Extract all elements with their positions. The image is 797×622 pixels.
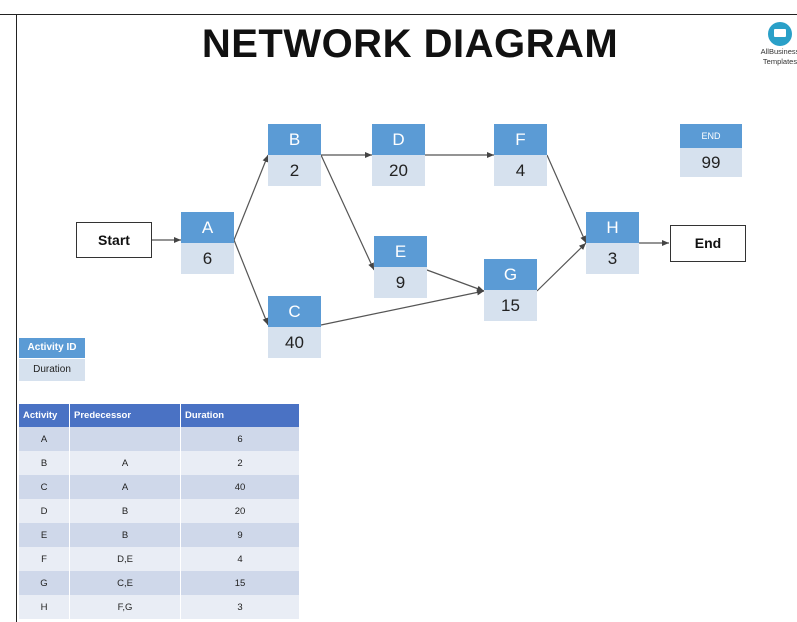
node-e-duration: 9 [374, 267, 427, 298]
node-g-id: G [484, 259, 537, 290]
node-end-id: END [680, 124, 742, 148]
cell-activity: E [19, 523, 70, 547]
cell-activity: F [19, 547, 70, 571]
legend-duration: Duration [19, 359, 85, 381]
table-header-row: Activity Predecessor Duration [19, 404, 300, 427]
start-node: Start [76, 222, 152, 258]
node-b: B 2 [268, 124, 321, 186]
frame-left-border [16, 14, 17, 622]
node-b-duration: 2 [268, 155, 321, 186]
table-row: C A 40 [19, 475, 300, 499]
node-h: H 3 [586, 212, 639, 274]
cell-predecessor: B [69, 499, 181, 523]
node-d-id: D [372, 124, 425, 155]
node-e: E 9 [374, 236, 427, 298]
table-row: E B 9 [19, 523, 300, 547]
activity-table: Activity Predecessor Duration A 6 B A 2 … [19, 404, 300, 619]
cell-predecessor: F,G [69, 595, 181, 619]
node-b-id: B [268, 124, 321, 155]
node-a-duration: 6 [181, 243, 234, 274]
node-f-duration: 4 [494, 155, 547, 186]
end-label: End [694, 235, 722, 251]
node-end: END 99 [680, 124, 742, 177]
table-row: H F,G 3 [19, 595, 300, 619]
cell-activity: G [19, 571, 70, 595]
cell-activity: B [19, 451, 70, 475]
laptop-icon [768, 22, 792, 46]
cell-predecessor: A [69, 475, 181, 499]
edge-a-c [233, 239, 269, 326]
node-c-id: C [268, 296, 321, 327]
cell-duration: 9 [180, 523, 300, 547]
start-label: Start [98, 232, 130, 248]
node-g-duration: 15 [484, 290, 537, 321]
node-end-duration: 99 [680, 148, 742, 177]
frame-top-border [0, 14, 797, 15]
page-title: NETWORK DIAGRAM [201, 22, 619, 66]
cell-activity: H [19, 595, 70, 619]
cell-activity: D [19, 499, 70, 523]
cell-predecessor: C,E [69, 571, 181, 595]
header-predecessor: Predecessor [69, 404, 181, 427]
node-f: F 4 [494, 124, 547, 186]
edge-f-h [546, 154, 587, 244]
edge-g-h [536, 242, 587, 292]
node-g: G 15 [484, 259, 537, 321]
node-h-duration: 3 [586, 243, 639, 274]
legend-activity-id: Activity ID [19, 338, 85, 358]
edge-e-g [426, 269, 485, 292]
edge-c-g [320, 289, 485, 326]
node-c: C 40 [268, 296, 321, 358]
table-row: G C,E 15 [19, 571, 300, 595]
table-row: B A 2 [19, 451, 300, 475]
logo: AllBusiness Templates [760, 22, 797, 66]
table-row: D B 20 [19, 499, 300, 523]
logo-text-line1: AllBusiness [760, 48, 797, 56]
node-c-duration: 40 [268, 327, 321, 358]
cell-predecessor: D,E [69, 547, 181, 571]
node-a: A 6 [181, 212, 234, 274]
cell-duration: 2 [180, 451, 300, 475]
table-row: A 6 [19, 427, 300, 451]
logo-text-line2: Templates [762, 58, 797, 66]
cell-activity: A [19, 427, 70, 451]
cell-duration: 4 [180, 547, 300, 571]
cell-predecessor: A [69, 451, 181, 475]
edge-a-b [233, 154, 269, 241]
node-d-duration: 20 [372, 155, 425, 186]
cell-duration: 3 [180, 595, 300, 619]
node-h-id: H [586, 212, 639, 243]
cell-predecessor [69, 427, 181, 451]
node-e-id: E [374, 236, 427, 267]
cell-duration: 20 [180, 499, 300, 523]
end-node: End [670, 225, 746, 262]
cell-activity: C [19, 475, 70, 499]
node-a-id: A [181, 212, 234, 243]
edge-b-e [320, 154, 375, 271]
cell-duration: 6 [180, 427, 300, 451]
node-f-id: F [494, 124, 547, 155]
node-d: D 20 [372, 124, 425, 186]
header-activity: Activity [19, 404, 70, 427]
table-row: F D,E 4 [19, 547, 300, 571]
cell-duration: 15 [180, 571, 300, 595]
cell-predecessor: B [69, 523, 181, 547]
cell-duration: 40 [180, 475, 300, 499]
header-duration: Duration [180, 404, 300, 427]
